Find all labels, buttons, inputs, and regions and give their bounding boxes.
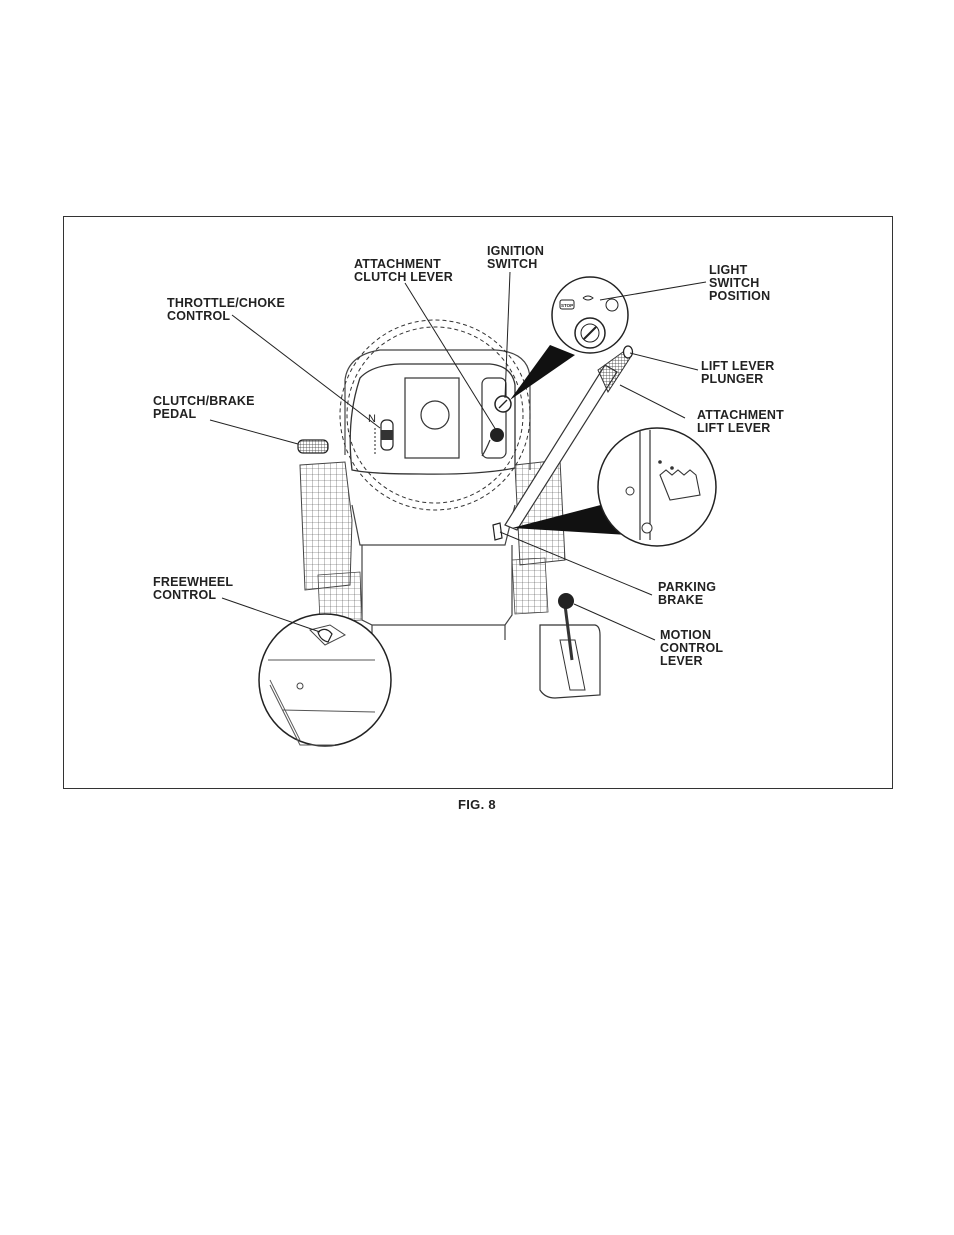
left-footrest	[300, 462, 362, 622]
label-attachment-lift-lever: ATTACHMENT LIFT LEVER	[697, 409, 784, 435]
label-light-switch-position: LIGHT SWITCH POSITION	[709, 264, 770, 303]
parking-brake-handle[interactable]	[493, 523, 502, 540]
ignition-callout-wedge	[510, 345, 575, 400]
label-parking-brake: PARKING BRAKE	[658, 581, 716, 607]
neutral-mark: N	[368, 413, 376, 425]
motion-control-lever[interactable]	[540, 593, 600, 698]
label-clutch-brake-pedal: CLUTCH/BRAKE PEDAL	[153, 395, 255, 421]
label-ignition-switch: IGNITION SWITCH	[487, 245, 544, 271]
gauge-circle	[421, 401, 449, 429]
label-throttle-choke-control: THROTTLE/CHOKE CONTROL	[167, 297, 285, 323]
label-lift-lever-plunger: LIFT LEVER PLUNGER	[701, 360, 775, 386]
label-attachment-clutch-lever: ATTACHMENT CLUTCH LEVER	[354, 258, 453, 284]
lift-lever-detail	[598, 428, 716, 546]
clutch-brake-pedal[interactable]	[298, 440, 328, 453]
attachment-clutch-lever-knob[interactable]	[490, 428, 504, 442]
ignition-stop-text: STOP	[561, 303, 573, 308]
label-motion-control-lever: MOTION CONTROL LEVER	[660, 629, 723, 668]
lift-lever-plunger-tip[interactable]	[624, 346, 633, 358]
freewheel-control-detail	[259, 614, 391, 746]
label-freewheel-control: FREEWHEEL CONTROL	[153, 576, 233, 602]
ignition-switch-detail	[552, 277, 628, 353]
figure-caption: FIG. 8	[458, 797, 496, 812]
